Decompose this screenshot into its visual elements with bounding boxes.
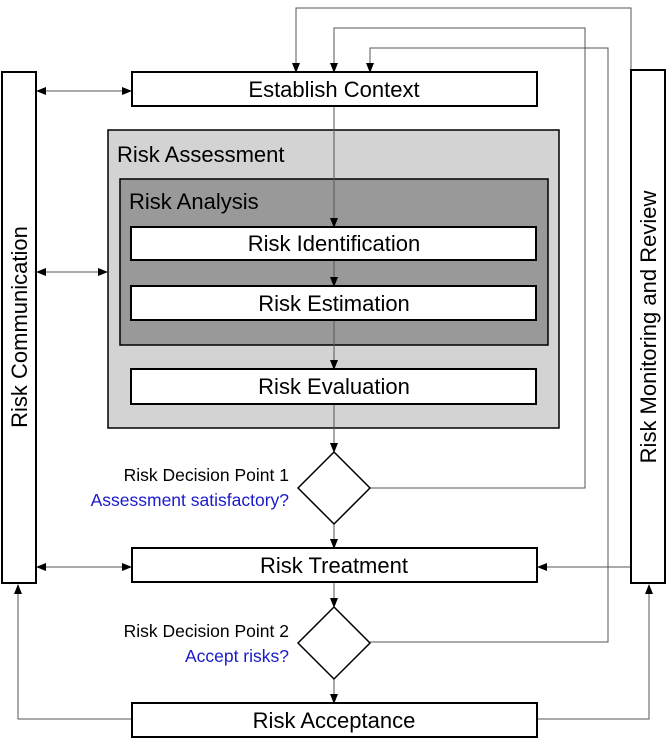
risk-monitoring-label: Risk Monitoring and Review [636, 191, 661, 464]
risk-monitoring-bar [630, 69, 666, 584]
decision-point-2-label: Risk Decision Point 2 [124, 621, 289, 641]
risk-communication-label: Risk Communication [7, 226, 32, 428]
risk-identification-label: Risk Identification [248, 231, 420, 256]
risk-analysis-label: Risk Analysis [129, 189, 259, 214]
decision-point-2-diamond [296, 605, 372, 681]
establish-context-label: Establish Context [248, 77, 419, 102]
risk-evaluation-box [130, 368, 537, 405]
risk-estimation-label: Risk Estimation [258, 291, 410, 316]
decision-point-1-question: Assessment satisfactory? [91, 490, 290, 510]
risk-identification-box [130, 226, 537, 261]
risk-acceptance-label: Risk Acceptance [253, 708, 416, 733]
risk-treatment-label: Risk Treatment [260, 553, 408, 578]
decision-point-1-diamond [296, 450, 372, 526]
risk-acceptance-box [131, 702, 538, 738]
risk-assessment-label: Risk Assessment [117, 142, 285, 167]
risk-communication-bar [1, 71, 37, 584]
risk-evaluation-label: Risk Evaluation [258, 374, 410, 399]
decision-point-2-question: Accept risks? [185, 646, 289, 666]
risk-treatment-box [131, 547, 538, 583]
risk-estimation-box [130, 285, 537, 321]
decision-point-1-label: Risk Decision Point 1 [124, 465, 289, 485]
establish-context-box [131, 71, 538, 107]
